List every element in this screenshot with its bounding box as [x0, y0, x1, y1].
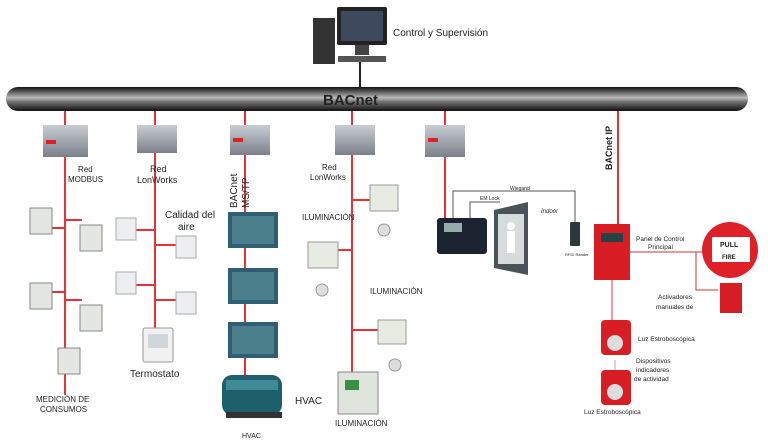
lighting-label: ILUMINACIÓN — [370, 287, 423, 296]
controller-icons — [43, 125, 465, 157]
devices-label: Dispositivos — [636, 358, 671, 365]
svg-text:FIRE: FIRE — [722, 255, 736, 261]
panel-label: Panel de Control — [636, 236, 685, 243]
hvac-label: HVAC — [242, 433, 261, 440]
lonworks-label: Red — [150, 164, 167, 174]
lighting-controller-icons — [307, 184, 407, 345]
manual-label: Activadores — [658, 294, 693, 301]
lonworks-label: LonWorks — [137, 175, 178, 185]
strobe-label: Luz Estroboscópica — [584, 409, 641, 416]
metering-label: CONSUMOS — [40, 405, 87, 414]
mstp-label: BACnet — [229, 173, 240, 208]
hvac-label: HVAC — [295, 396, 322, 407]
lonworks-label: Red — [322, 163, 337, 172]
manual-activator-icon — [720, 283, 742, 313]
controller-icon — [425, 125, 465, 157]
lighting-label: ILUMINACIÓN — [335, 419, 388, 428]
manual-label: manuales de — [656, 304, 694, 311]
strobe-icon — [601, 370, 631, 405]
emlock-label: EM Lock — [480, 196, 500, 202]
metering-label: MEDICIÓN DE — [36, 395, 89, 404]
hvac-controller-icons — [228, 212, 278, 358]
indoor-label: Indoor — [541, 209, 559, 215]
modbus-label: MODBUS — [68, 175, 103, 184]
controller-icon — [230, 125, 270, 155]
devices-label: de actividad — [634, 376, 669, 383]
energy-meter-icons — [29, 207, 103, 375]
light-sensor-icons — [315, 223, 402, 372]
pull-station-icon: PULL FIRE — [702, 222, 758, 278]
svg-text:PULL: PULL — [720, 242, 739, 249]
bacnet-bus — [6, 87, 748, 111]
fire-panel-icon — [594, 224, 630, 280]
strobe-label: Luz Estroboscópica — [638, 336, 695, 343]
modbus-label: Red — [78, 165, 93, 174]
chiller-icon — [222, 375, 282, 418]
strobe-icon — [601, 320, 631, 355]
mstp-label: MS/TP — [241, 177, 252, 208]
wiegand-label: Wiegand — [510, 186, 530, 192]
supervision-label: Control y Supervisión — [393, 28, 488, 39]
bus-label: BACnet — [323, 92, 378, 109]
air-quality-label: aire — [178, 222, 195, 233]
workstation-icon — [313, 7, 387, 90]
thermostat-label: Termostato — [130, 369, 180, 380]
air-sensor-icons — [115, 217, 197, 315]
bacnet-ip-label: BACnet IP — [604, 126, 614, 170]
lonworks-label: LonWorks — [310, 173, 346, 182]
air-quality-label: Calidad del — [165, 210, 215, 221]
rfid-reader-icon — [570, 222, 580, 246]
controller-icon — [335, 125, 375, 155]
controller-icon — [137, 125, 177, 153]
devices-label: indicadores — [636, 367, 670, 374]
rfid-label: RFID Reader — [565, 252, 589, 257]
panel-label: Principal — [648, 244, 673, 251]
access-control-diagram: Wiegand EM Lock Indoor RFID Reader — [437, 186, 589, 275]
lighting-label: ILUMINACIÓN — [302, 213, 355, 222]
controller-icon — [43, 125, 88, 157]
lighting-panel-icon — [337, 371, 379, 415]
